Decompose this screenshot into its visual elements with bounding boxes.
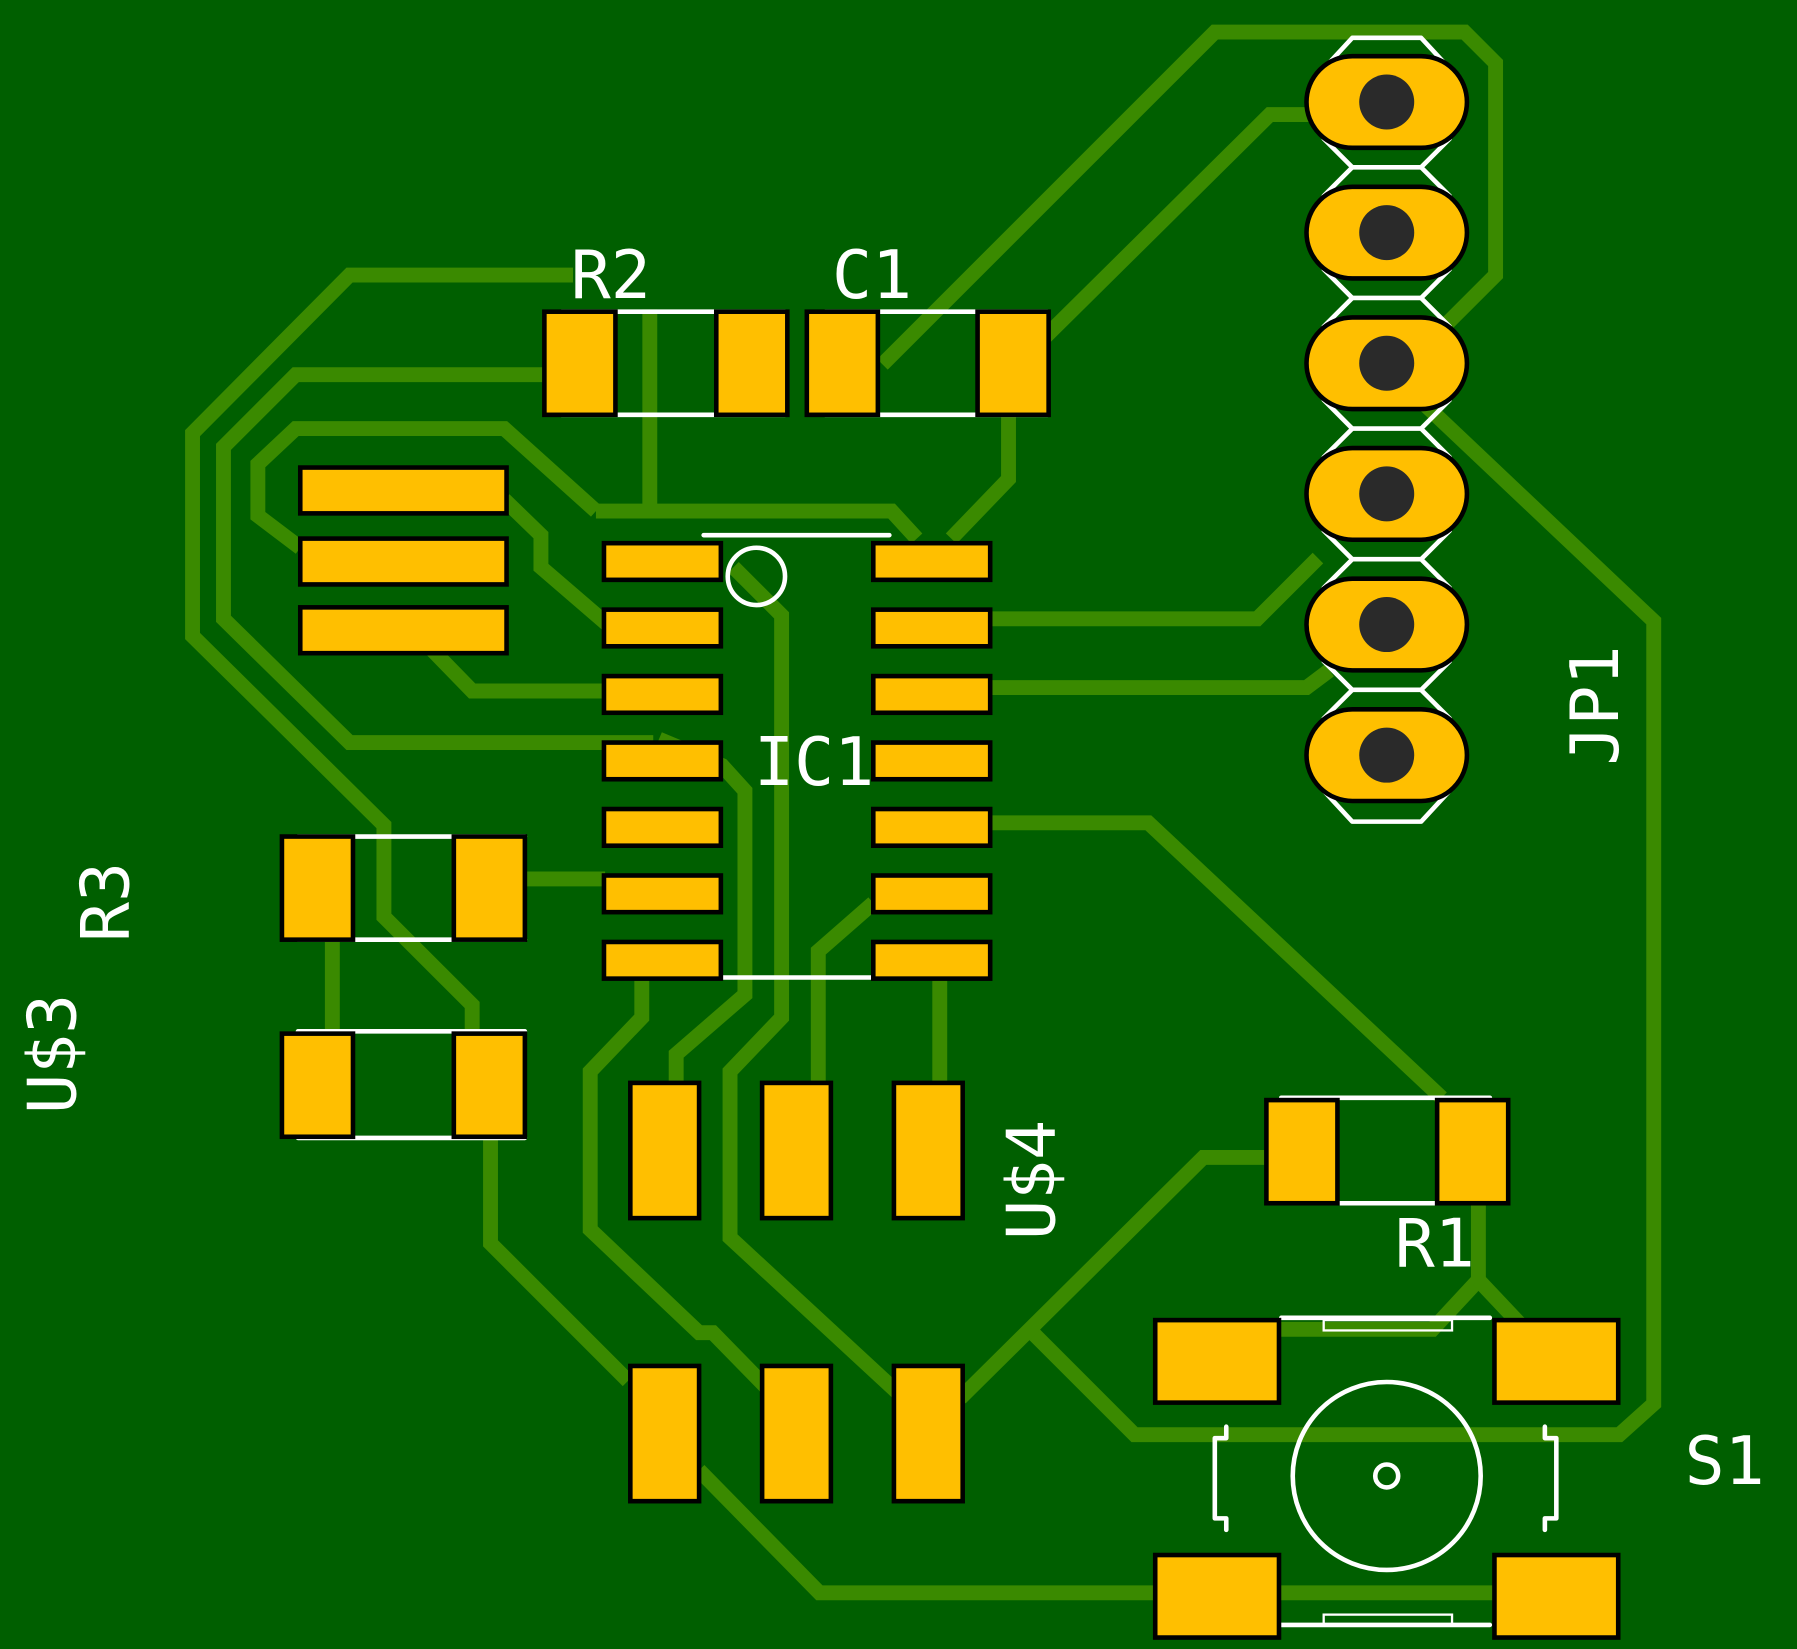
jp1-outline (1321, 788, 1453, 824)
label-r2: R2 (571, 236, 651, 314)
s1-pad[interactable] (1492, 1317, 1621, 1405)
labels: R2 C1 IC1 JP1 R3 U$3 U$4 R1 S1 (14, 236, 1765, 1500)
trace (945, 412, 1016, 544)
ic1-pad-left-6[interactable] (601, 873, 724, 915)
trace (424, 642, 606, 699)
jp1-pads (1304, 53, 1470, 804)
r1-pad-1[interactable] (1264, 1097, 1340, 1206)
trace (1026, 395, 1662, 1443)
r3-pad-2[interactable] (451, 834, 528, 942)
jp1-drill-hole (1359, 466, 1415, 522)
label-u4: U$4 (992, 1120, 1070, 1240)
u4-pad[interactable] (891, 1080, 965, 1221)
c1-pad-2[interactable] (975, 309, 1051, 418)
label-r3: R3 (66, 862, 144, 942)
r2-pad-2[interactable] (713, 309, 790, 418)
jp1-outline (1321, 35, 1453, 72)
label-c1: C1 (832, 236, 912, 314)
ic1-pad-left-4[interactable] (601, 740, 724, 782)
jp1-drill-hole (1359, 597, 1415, 653)
trace (693, 1465, 1158, 1601)
s1-button-center (1372, 1462, 1401, 1490)
jp1-drill-hole (1359, 205, 1415, 261)
label-u3: U$3 (14, 994, 92, 1114)
ic1-pad-right-1[interactable] (870, 540, 993, 583)
u4-pad[interactable] (628, 1363, 702, 1504)
jp1-separators (1321, 136, 1453, 721)
s1-pad[interactable] (1492, 1552, 1621, 1640)
u3-pad[interactable] (297, 605, 509, 656)
trace (1037, 107, 1318, 345)
trace (955, 1149, 1270, 1404)
ic1-pad-right-2[interactable] (870, 607, 993, 649)
u4-pad[interactable] (759, 1363, 834, 1504)
ic1-pad-left-3[interactable] (601, 673, 724, 716)
jp1-drill-hole (1359, 727, 1415, 783)
label-r1: R1 (1395, 1204, 1475, 1282)
ic1-pad-left-7[interactable] (601, 939, 724, 981)
trace (987, 815, 1447, 1104)
ic1-pad-right-6[interactable] (870, 873, 993, 915)
jp1-drill-hole (1359, 74, 1415, 130)
trace (499, 494, 613, 631)
trace (185, 267, 574, 1038)
ic1-pad-left-2[interactable] (601, 607, 724, 649)
ic1-pad-left-1[interactable] (601, 540, 724, 583)
r3-pad-1[interactable] (279, 834, 356, 942)
s1-bracket-left (1212, 1424, 1229, 1533)
u4-pad[interactable] (628, 1080, 702, 1221)
trace (722, 561, 903, 1398)
u4-pad[interactable] (759, 1080, 834, 1221)
u4-pad[interactable] (891, 1363, 965, 1504)
s1-pad[interactable] (1152, 1552, 1282, 1640)
s1-button-circle (1290, 1379, 1483, 1573)
ic1-pad-right-5[interactable] (870, 806, 993, 848)
trace (987, 552, 1324, 627)
u3-pad[interactable] (297, 536, 509, 587)
trace (877, 24, 1504, 370)
s1-outline (1322, 1318, 1454, 1332)
c1-pad-1[interactable] (804, 309, 881, 418)
trace (216, 367, 654, 751)
ic1-pad-right-3[interactable] (870, 673, 993, 716)
ic1-pad-right-4[interactable] (870, 740, 993, 782)
u3-lower-pad-2[interactable] (451, 1031, 528, 1140)
s1-pad[interactable] (1152, 1317, 1282, 1405)
trace (250, 421, 601, 554)
ic1-pin1-marker (725, 545, 788, 608)
label-s1: S1 (1685, 1422, 1765, 1500)
u3-lower-pad-1[interactable] (279, 1031, 356, 1140)
ic1-pad-right-7[interactable] (870, 939, 993, 981)
trace (595, 503, 923, 544)
trace (483, 1137, 634, 1387)
s1-outline (1322, 1613, 1454, 1627)
s1-bracket-right (1542, 1424, 1559, 1533)
pads (279, 53, 1621, 1640)
r2-pad-1[interactable] (542, 309, 618, 418)
ic1-pads (601, 540, 993, 981)
trace (987, 664, 1334, 696)
traces (185, 24, 1662, 1601)
label-jp1: JP1 (1556, 645, 1634, 765)
jp1-drill-hole (1359, 335, 1415, 391)
label-ic1: IC1 (754, 723, 874, 801)
trace (810, 897, 879, 1083)
ic1-pad-left-5[interactable] (601, 806, 724, 848)
r1-pad-2[interactable] (1434, 1097, 1511, 1206)
u3-pad[interactable] (297, 465, 509, 516)
